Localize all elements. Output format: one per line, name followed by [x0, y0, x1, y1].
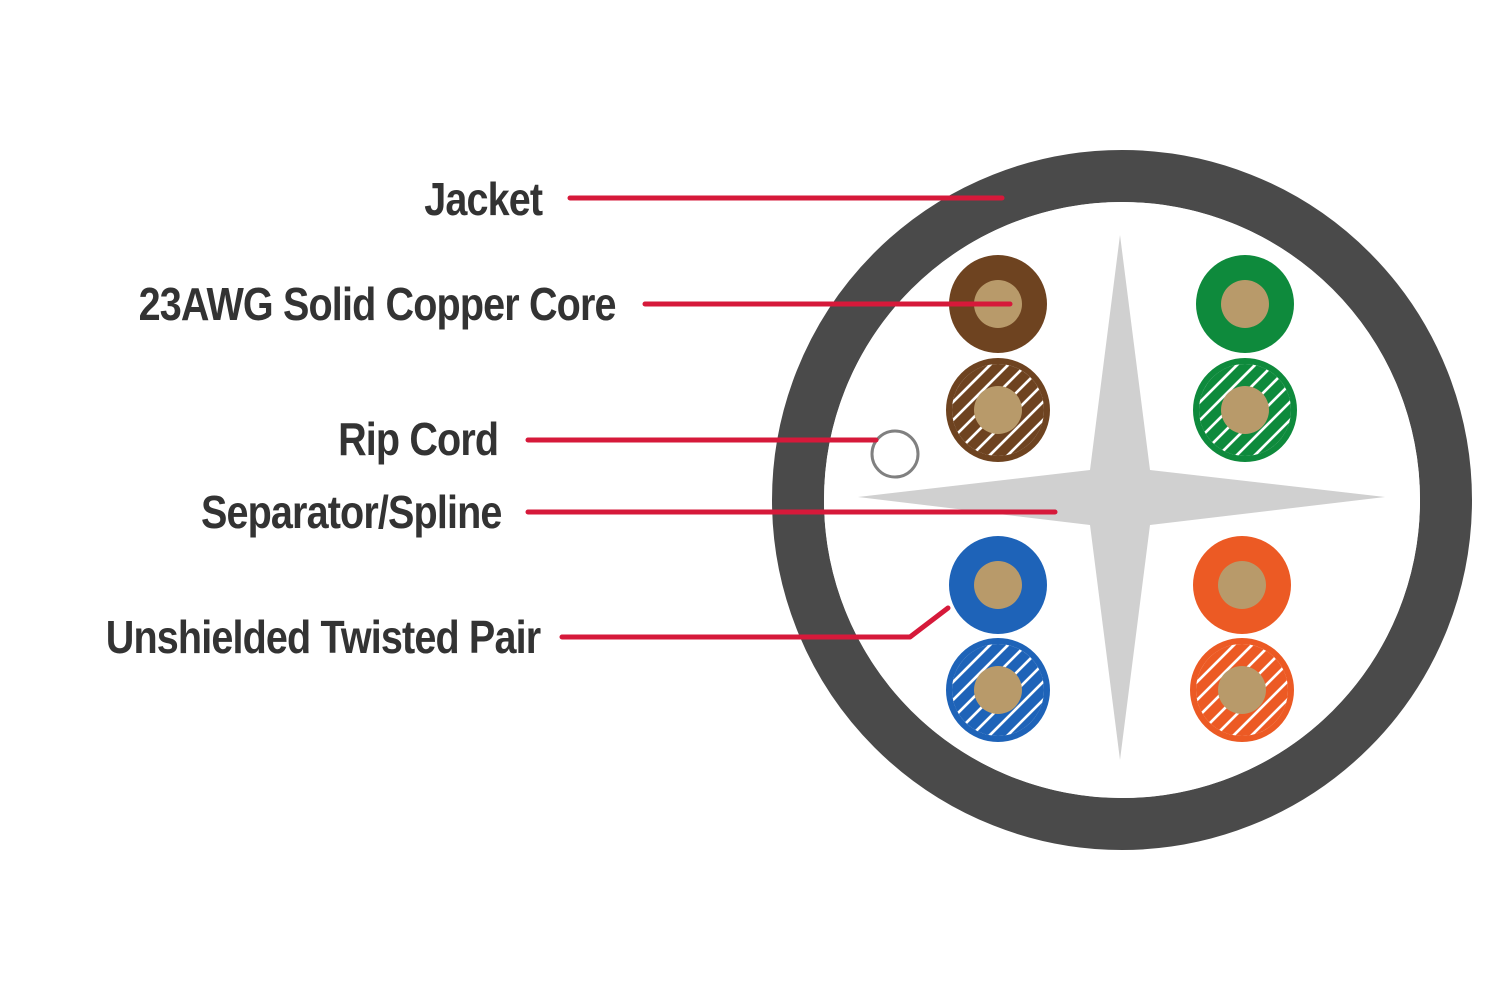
wire-stripe [1227, 364, 1291, 456]
wire-stripe [952, 644, 1036, 736]
wire-stripe [1199, 364, 1283, 456]
wire-stripe [1199, 364, 1265, 456]
orange-striped-core [1218, 666, 1266, 714]
wire-stripe [952, 364, 1000, 456]
wire-stripe [1206, 644, 1288, 736]
wire-stripe [952, 644, 1000, 736]
wire-stripe [980, 644, 1044, 736]
blue-striped-core [974, 666, 1022, 714]
wire-stripe [1196, 644, 1280, 736]
rip-cord [870, 429, 920, 479]
wire-stripe [1199, 364, 1247, 456]
separator-label: Separator/Spline [201, 486, 502, 538]
leader-lines [525, 195, 1058, 640]
orange-pair [1190, 536, 1294, 742]
wire-stripe [1196, 644, 1244, 736]
wire-stripe [962, 644, 1044, 736]
blue-pair [946, 536, 1050, 742]
wire-stripe [962, 364, 1044, 456]
twisted-pair-label: Unshielded Twisted Pair [105, 611, 540, 663]
rip-cord-label: Rip Cord [337, 413, 499, 465]
jacket-ring [772, 150, 1472, 850]
twisted-pair-leader-line [559, 605, 951, 640]
wire-stripe [980, 364, 1044, 456]
wire-stripe [1209, 364, 1291, 456]
green-pair [1193, 255, 1297, 462]
green-solid-core [1221, 280, 1269, 328]
green-striped-core [1221, 386, 1269, 434]
wire-stripe [1196, 644, 1262, 736]
orange-solid-core [1218, 561, 1266, 609]
copper-core-label: 23AWG Solid Copper Core [139, 278, 617, 330]
jacket-label: Jacket [423, 173, 543, 225]
wire-stripe [952, 364, 1036, 456]
wire-stripe [952, 364, 1018, 456]
blue-solid-core [974, 561, 1022, 609]
brown-striped-core [974, 386, 1022, 434]
wire-stripe [1224, 644, 1288, 736]
separator-spline [858, 235, 1385, 760]
wire-stripe [952, 644, 1018, 736]
